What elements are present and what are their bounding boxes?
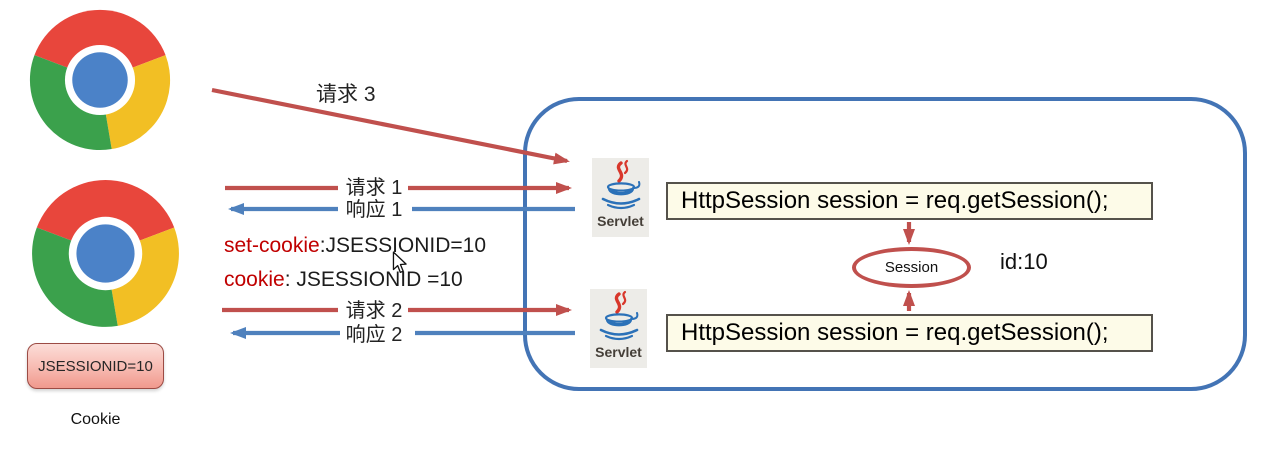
cookie-caption: Cookie xyxy=(70,411,121,428)
session-id-label: id:10 xyxy=(1000,249,1048,274)
set-cookie-header-text: set-cookie:JSESSIONID=10 xyxy=(224,234,487,257)
chrome-logo-icon xyxy=(32,180,179,327)
chrome-browser-icon-1 xyxy=(27,7,173,153)
chrome-browser-icon-2 xyxy=(29,177,182,330)
response1-label: 响应 1 xyxy=(345,199,403,221)
getsession-code-box-2: HttpSession session = req.getSession(); xyxy=(666,314,1153,352)
java-cup-icon xyxy=(599,290,639,341)
java-cup-icon xyxy=(601,159,641,210)
getsession-code-box-1: HttpSession session = req.getSession(); xyxy=(666,182,1153,220)
session-ellipse: Session xyxy=(852,247,971,288)
request1-label: 请求 1 xyxy=(345,177,403,199)
set-cookie-key: set-cookie xyxy=(224,234,320,257)
cookie-header-text: cookie: JSESSIONID =10 xyxy=(224,268,463,291)
request3-arrow xyxy=(211,87,570,165)
cookie-value-box: JSESSIONID=10 xyxy=(27,343,164,389)
servlet2-label: Servlet xyxy=(595,344,642,360)
servlet1-icon-box: Servlet xyxy=(592,158,649,237)
cookie-key: cookie xyxy=(224,268,285,291)
mouse-cursor-icon xyxy=(392,251,408,280)
response2-label: 响应 2 xyxy=(345,324,403,346)
request2-label: 请求 2 xyxy=(345,300,403,322)
cookie-value: : JSESSIONID =10 xyxy=(284,268,463,291)
servlet1-label: Servlet xyxy=(597,213,644,229)
set-cookie-value: :JSESSIONID=10 xyxy=(319,234,487,257)
request3-label: 请求 3 xyxy=(316,83,376,106)
chrome-logo-icon xyxy=(29,9,171,151)
servlet2-icon-box: Servlet xyxy=(590,289,647,368)
